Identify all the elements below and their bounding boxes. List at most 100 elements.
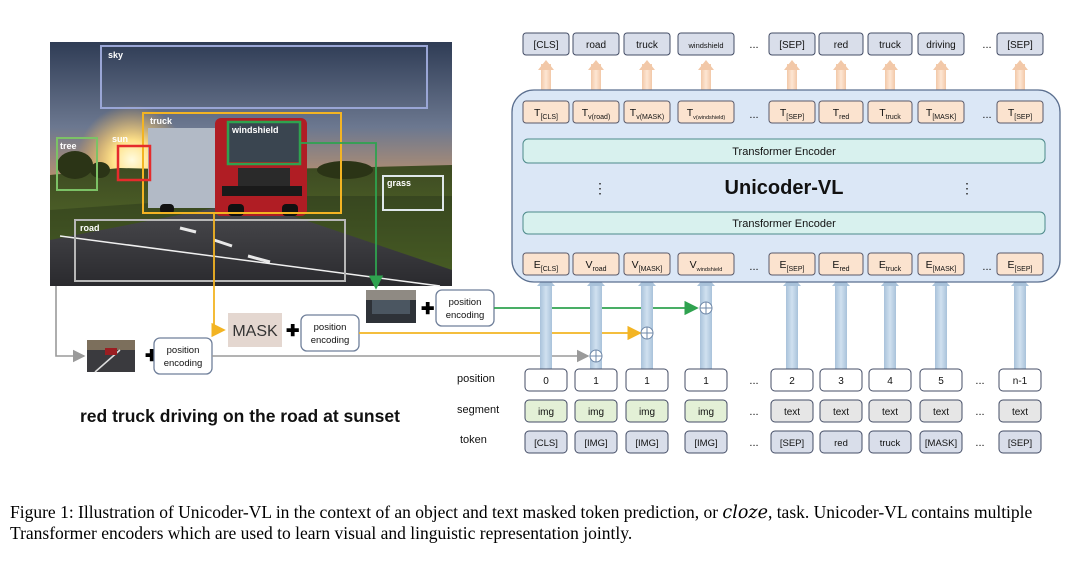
segment-cell-box: [574, 399, 618, 423]
output-pipe-arrowhead: [784, 60, 800, 70]
road-region-input: ✚ position encoding: [87, 337, 213, 375]
input-pipe: [641, 272, 653, 370]
e-token-label: Vwindshield: [690, 259, 723, 273]
output-pipe-arrowhead: [833, 60, 849, 70]
caption-prefix: Figure 1: Illustration of Unicoder-VL in…: [10, 502, 723, 522]
t-token-box: [677, 100, 735, 124]
t-token-box: [768, 100, 816, 124]
transformer-encoder-top: [522, 138, 1046, 164]
e-token-box: [572, 252, 620, 276]
t-token-box: [818, 100, 864, 124]
position-cell-box: [625, 368, 669, 392]
label-road: road: [80, 223, 100, 233]
e-token-label: Etruck: [879, 259, 902, 273]
t-token-box: [996, 100, 1044, 124]
ellipsis: ...: [982, 39, 991, 51]
position-cell-label: 2: [789, 376, 795, 387]
svg-text:✚: ✚: [286, 323, 299, 340]
position-cell-box: [770, 368, 814, 392]
output-token-label: [SEP]: [1007, 40, 1033, 51]
label-grass: grass: [387, 178, 411, 188]
pe-line1-road: position: [167, 345, 200, 356]
bbox-sky: [100, 45, 428, 109]
token-cell-box: [574, 430, 618, 454]
add-nodes: [589, 301, 713, 363]
e-token-box: [818, 252, 864, 276]
output-pipe: [642, 64, 652, 94]
output-token-label: driving: [926, 40, 955, 51]
output-token-label: red: [834, 40, 848, 51]
input-pipes: [537, 272, 1029, 370]
segment-cell-label: img: [639, 407, 655, 418]
position-cell-label: 0: [543, 376, 549, 387]
output-token-label: windshield: [687, 41, 723, 50]
figure-caption: Figure 1: Illustration of Unicoder-VL in…: [10, 502, 1078, 543]
caption-italic: cloze: [722, 503, 768, 523]
segment-cell-label: text: [1012, 407, 1028, 418]
output-token-label: road: [586, 40, 606, 51]
row-label-segment: segment: [457, 404, 499, 416]
label-sky: sky: [108, 50, 123, 60]
output-pipe-arrowhead: [538, 60, 554, 70]
t-token-label: Tred: [833, 107, 850, 121]
token-cell-label: red: [834, 438, 848, 449]
ellipsis: ...: [749, 39, 758, 51]
bbox-tree: [56, 137, 98, 191]
bbox-road: [74, 219, 346, 282]
row-label-token: token: [460, 434, 487, 446]
e-token-label: Ered: [832, 259, 849, 273]
caption-sentence: red truck driving on the road at sunset: [80, 406, 400, 426]
segment-cell-label: img: [588, 407, 604, 418]
transformer-encoder-bottom: [522, 211, 1046, 235]
output-token-label: [SEP]: [779, 40, 805, 51]
t-output-row: T[CLS]Tv(road)Tv(MASK)Tv(windshield)T[SE…: [522, 100, 1044, 124]
position-cell-label: 1: [593, 376, 599, 387]
token-cell-box: [770, 430, 814, 454]
position-cell-box: [868, 368, 912, 392]
output-token-box: [572, 32, 620, 56]
output-pipes: [538, 60, 1028, 94]
segment-cell-label: text: [833, 407, 849, 418]
t-token-box: [522, 100, 570, 124]
token-cell-label: [IMG]: [584, 438, 607, 449]
segment-cell-label: text: [784, 407, 800, 418]
ellipsis-marks: ....................................: [749, 39, 991, 449]
pe-line2-windshield: encoding: [446, 310, 485, 321]
position-cell-box: [919, 368, 963, 392]
output-token-box: [996, 32, 1044, 56]
token-cell-box: [998, 430, 1042, 454]
token-cell-label: [SEP]: [1008, 438, 1032, 449]
windshield-region-input: ✚ position encoding: [366, 289, 495, 327]
e-token-box: [996, 252, 1044, 276]
svg-text:✚: ✚: [421, 301, 434, 318]
output-pipe: [541, 64, 551, 94]
e-token-label: E[CLS]: [534, 259, 559, 273]
token-cell-label: [MASK]: [925, 438, 957, 449]
scene-photo: sky truck windshield tree sun grass road: [50, 42, 452, 287]
segment-cell-box: [868, 399, 912, 423]
token-cell-label: [IMG]: [694, 438, 717, 449]
transformer-encoder-top-label: Transformer Encoder: [732, 146, 836, 158]
segment-cell-box: [524, 399, 568, 423]
ellipsis: ...: [749, 261, 758, 273]
ellipsis: ...: [749, 109, 758, 121]
e-token-box: [677, 252, 735, 276]
t-token-label: Tv(road): [582, 107, 611, 121]
t-token-label: Tv(MASK): [630, 107, 664, 121]
position-cell-label: 4: [887, 376, 893, 387]
vdots-right: ⋮: [960, 180, 974, 196]
ellipsis: ...: [749, 406, 758, 418]
caption-suffix: , task. Unicoder-VL contains multiple Tr…: [10, 502, 1033, 543]
e-token-box: [522, 252, 570, 276]
output-token-label: truck: [636, 40, 659, 51]
output-token-box: [917, 32, 965, 56]
pe-line1-windshield: position: [449, 297, 482, 308]
bbox-sun: [116, 144, 152, 182]
input-pipe: [884, 272, 896, 370]
e-token-label: E[SEP]: [780, 259, 805, 273]
e-token-box: [768, 252, 816, 276]
